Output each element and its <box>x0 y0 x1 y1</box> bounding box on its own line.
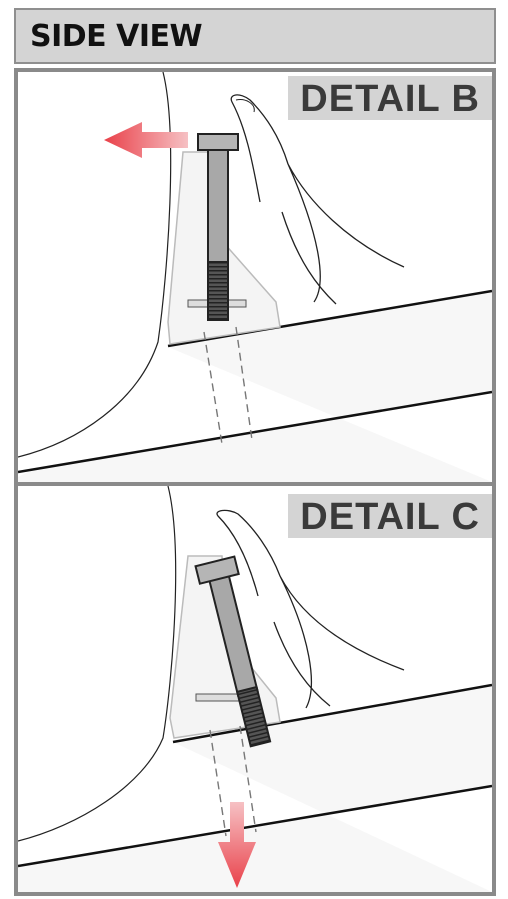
bolt-thread <box>208 262 228 320</box>
bolt-shaft <box>208 146 228 266</box>
detail-c-label: DETAIL C <box>288 494 492 538</box>
detail-b-panel: DETAIL B <box>14 68 496 486</box>
detail-b-label: DETAIL B <box>288 76 492 120</box>
detail-c-illustration <box>18 486 492 892</box>
arrow-left-icon <box>104 122 188 158</box>
header-bar: SIDE VIEW <box>14 8 496 64</box>
page-title: SIDE VIEW <box>30 19 202 54</box>
detail-b-illustration <box>18 72 492 482</box>
hand-outline <box>231 95 404 304</box>
detail-c-panel: DETAIL C <box>14 482 496 896</box>
tire-outline <box>18 72 171 457</box>
tire-outline <box>18 486 176 841</box>
bolt-head <box>198 134 238 150</box>
